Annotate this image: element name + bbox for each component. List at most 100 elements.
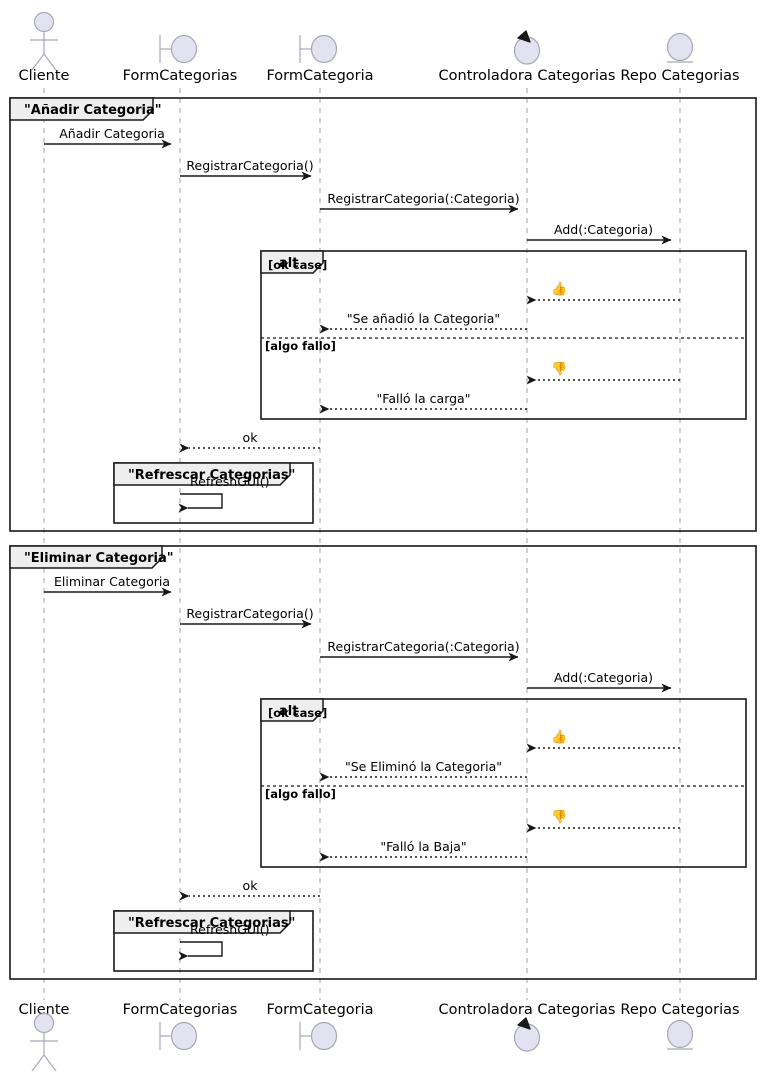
- fragment-guard-label: [ok case]: [268, 706, 327, 720]
- message-label-emoji: 👎: [551, 361, 567, 377]
- participant-name: FormCategorias: [123, 68, 238, 84]
- boundary-icon: [299, 1021, 338, 1051]
- message-label: Add(:Categoria): [554, 222, 653, 237]
- participant-foot-controladora-categorias[interactable]: Controladora Categorias: [439, 1002, 616, 1052]
- message-m10[interactable]: RefreshGUI(): [178, 474, 269, 513]
- boundary-circle: [310, 1021, 338, 1051]
- participant-name: Controladora Categorias: [439, 1002, 616, 1018]
- control-icon: [513, 30, 541, 65]
- fragment-label: "Añadir Categoria": [24, 103, 162, 118]
- message-m1[interactable]: Añadir Categoria: [44, 126, 172, 149]
- message-label: Añadir Categoria: [59, 126, 165, 141]
- participant-head-controladora-categorias[interactable]: Controladora Categorias: [439, 30, 616, 84]
- message-m4[interactable]: Add(:Categoria): [527, 222, 672, 245]
- boundary-circle: [310, 34, 338, 64]
- boundary-icon: [159, 1021, 198, 1051]
- message-label: RefreshGUI(): [190, 474, 269, 489]
- message-m2[interactable]: RegistrarCategoria(): [180, 158, 314, 181]
- fragment-border: [260, 250, 747, 420]
- entity-icon: [666, 1019, 694, 1050]
- actor-head: [33, 11, 55, 33]
- message-m3[interactable]: RegistrarCategoria(:Categoria): [320, 191, 520, 214]
- participant-foot-cliente[interactable]: Cliente: [19, 1002, 70, 1072]
- fragment-alt-anadir: alt[ok case] [algo fallo]: [260, 250, 747, 420]
- participant-name: FormCategoria: [266, 68, 373, 84]
- boundary-circle: [170, 34, 198, 64]
- message-m16[interactable]: "Se Eliminó la Categoria": [319, 759, 527, 782]
- message-label: "Se añadió la Categoria": [347, 311, 500, 326]
- fragment-header-shape: [113, 462, 291, 486]
- message-m8[interactable]: "Falló la carga": [319, 391, 527, 414]
- message-label: RefreshGUI(): [190, 922, 269, 937]
- fragment-label: alt: [279, 704, 298, 719]
- participant-name: Cliente: [19, 1002, 70, 1018]
- fragment-header-shape: [9, 97, 154, 121]
- message-label: "Se Eliminó la Categoria": [345, 759, 502, 774]
- actor-icon: [30, 11, 58, 71]
- control-icon: [513, 1017, 541, 1052]
- message-label-emoji: 👎: [551, 809, 567, 825]
- participant-name: Repo Categorias: [620, 68, 739, 84]
- message-m6[interactable]: "Se añadió la Categoria": [319, 311, 527, 334]
- participant-foot-formcategorias[interactable]: FormCategorias: [123, 1002, 238, 1051]
- actor-leg-right: [43, 53, 57, 71]
- participant-head-formcategorias[interactable]: FormCategorias: [123, 34, 238, 84]
- message-label: RegistrarCategoria(:Categoria): [327, 639, 519, 654]
- message-m9[interactable]: ok: [179, 430, 320, 453]
- boundary-icon: [299, 34, 338, 64]
- message-m17[interactable]: 👎: [526, 809, 680, 833]
- message-m12[interactable]: RegistrarCategoria(): [180, 606, 314, 629]
- participant-foot-repo-categorias[interactable]: Repo Categorias: [620, 1002, 740, 1050]
- participant-head-repo-categorias[interactable]: Repo Categorias: [620, 32, 740, 85]
- boundary-icon: [159, 34, 198, 64]
- actor-head: [33, 1012, 55, 1034]
- message-m11[interactable]: Eliminar Categoria: [44, 574, 172, 597]
- fragment-label: alt: [279, 256, 298, 271]
- message-m7[interactable]: 👎: [526, 361, 680, 385]
- message-label: "Falló la Baja": [380, 839, 466, 854]
- fragment-label: "Eliminar Categoria": [24, 551, 174, 566]
- control-arrow: [517, 30, 531, 43]
- actor-leg-left: [31, 53, 45, 71]
- message-line: [178, 493, 223, 513]
- message-m19[interactable]: ok: [179, 878, 320, 901]
- participant-name: Cliente: [19, 68, 70, 84]
- participant-name: FormCategoria: [266, 1002, 373, 1018]
- participant-head-cliente[interactable]: Cliente: [19, 11, 70, 85]
- message-m5[interactable]: 👍: [526, 281, 680, 305]
- fragment-guard-label: [ok case]: [268, 258, 327, 272]
- actor-leg-left: [31, 1054, 45, 1072]
- participant-name: FormCategorias: [123, 1002, 238, 1018]
- message-m15[interactable]: 👍: [526, 729, 680, 753]
- message-m14[interactable]: Add(:Categoria): [527, 670, 672, 693]
- message-label-emoji: 👍: [551, 729, 567, 745]
- message-label: "Falló la carga": [377, 391, 471, 406]
- message-label: Eliminar Categoria: [54, 574, 170, 589]
- fragment-eliminar-categoria: "Eliminar Categoria": [9, 545, 757, 980]
- participants-group: ClienteClienteFormCategoriasFormCategori…: [19, 11, 740, 1072]
- participant-head-formcategoria[interactable]: FormCategoria: [266, 34, 374, 84]
- fragment-guard-label: [algo fallo]: [265, 787, 336, 801]
- fragment-guard-label: [algo fallo]: [265, 339, 336, 353]
- entity-icon: [666, 32, 694, 63]
- entity-circle: [666, 32, 694, 62]
- fragment-label: "Refrescar Categorias": [128, 916, 295, 931]
- message-m20[interactable]: RefreshGUI(): [178, 922, 269, 961]
- fragment-header-shape: [260, 250, 324, 274]
- fragment-border: [9, 545, 757, 980]
- message-m13[interactable]: RegistrarCategoria(:Categoria): [320, 639, 520, 662]
- fragment-border: [9, 97, 757, 532]
- message-line: [178, 941, 223, 961]
- participant-foot-formcategoria[interactable]: FormCategoria: [266, 1002, 374, 1051]
- message-label-emoji: 👍: [551, 281, 567, 297]
- boundary-circle: [170, 1021, 198, 1051]
- fragment-header-shape: [113, 910, 291, 934]
- message-m18[interactable]: "Falló la Baja": [319, 839, 527, 862]
- fragment-border: [260, 698, 747, 868]
- message-label: Add(:Categoria): [554, 670, 653, 685]
- fragment-label: "Refrescar Categorias": [128, 468, 295, 483]
- message-label: RegistrarCategoria(): [186, 158, 313, 173]
